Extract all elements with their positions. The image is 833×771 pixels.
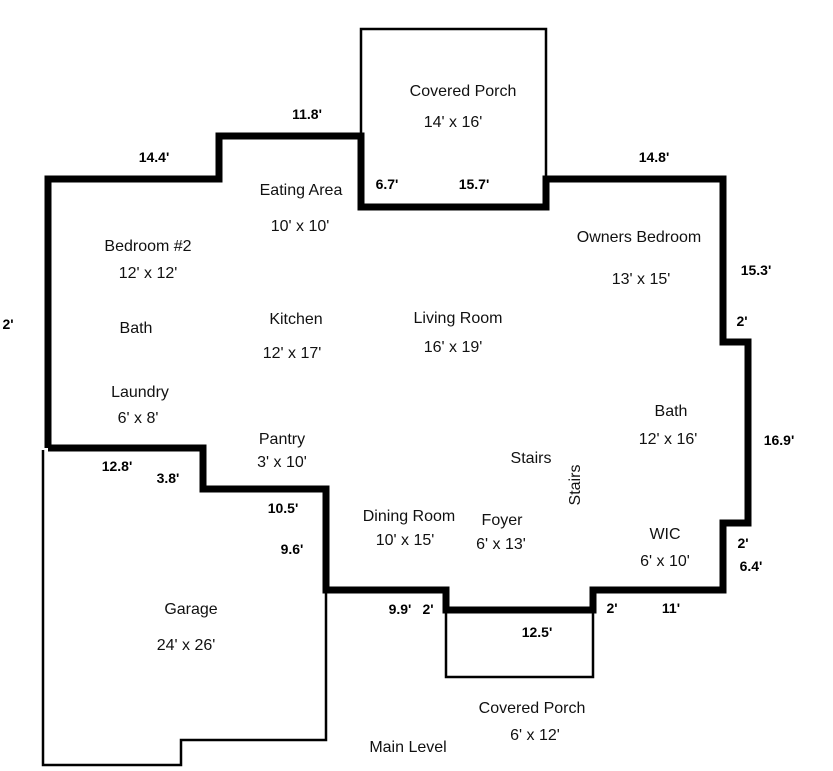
room-name-bath-right: Bath bbox=[655, 403, 688, 420]
room-name-pantry: Pantry bbox=[259, 431, 305, 448]
dimension-label: 2' bbox=[2, 316, 13, 332]
dimension-label: 11' bbox=[662, 600, 680, 616]
room-name-covered-porch-front: Covered Porch bbox=[479, 700, 586, 717]
dimension-label: 11.8' bbox=[292, 106, 322, 122]
level-label: Main Level bbox=[369, 739, 446, 756]
dimension-label: 2' bbox=[736, 313, 747, 329]
room-size-living-room: 16' x 19' bbox=[424, 339, 483, 356]
garage-outline bbox=[41, 450, 328, 767]
room-size-eating-area: 10' x 10' bbox=[271, 218, 330, 235]
dimension-label: 12.5' bbox=[522, 624, 553, 640]
room-name-living-room: Living Room bbox=[414, 310, 503, 327]
room-size-covered-porch-front: 6' x 12' bbox=[510, 727, 560, 744]
room-size-pantry: 3' x 10' bbox=[257, 454, 307, 471]
room-name-kitchen: Kitchen bbox=[269, 311, 322, 328]
dimension-label: 16.9' bbox=[764, 432, 795, 448]
room-name-eating-area: Eating Area bbox=[260, 182, 343, 199]
room-size-garage: 24' x 26' bbox=[157, 637, 216, 654]
room-name-garage: Garage bbox=[164, 601, 217, 618]
room-size-kitchen: 12' x 17' bbox=[263, 345, 322, 362]
dimension-label: 6.4' bbox=[740, 558, 763, 574]
dimension-label: 2' bbox=[737, 535, 748, 551]
room-name-owners-bedroom: Owners Bedroom bbox=[577, 229, 702, 246]
room-size-laundry: 6' x 8' bbox=[118, 410, 159, 427]
room-name-dining-room: Dining Room bbox=[363, 508, 455, 525]
room-size-dining-room: 10' x 15' bbox=[376, 532, 435, 549]
room-name-wic: WIC bbox=[649, 526, 680, 543]
front-porch-outline bbox=[444, 610, 595, 679]
dimension-label: 14.8' bbox=[639, 149, 670, 165]
dimension-label: 2' bbox=[606, 600, 617, 616]
room-size-foyer: 6' x 13' bbox=[476, 536, 526, 553]
room-size-wic: 6' x 10' bbox=[640, 553, 690, 570]
dimension-label: 14.4' bbox=[139, 149, 170, 165]
dimension-label: 9.9' bbox=[389, 601, 412, 617]
dimension-label: 12.8' bbox=[102, 458, 133, 474]
room-name-covered-porch-rear: Covered Porch bbox=[410, 83, 517, 100]
dimension-label: 9.6' bbox=[281, 541, 304, 557]
room-size-bedroom-2: 12' x 12' bbox=[119, 265, 178, 282]
room-name-stairs-vertical: Stairs bbox=[567, 465, 584, 506]
dimension-label: 3.8' bbox=[157, 470, 180, 486]
room-name-bedroom-2: Bedroom #2 bbox=[104, 238, 191, 255]
dimension-label: 2' bbox=[422, 601, 433, 617]
room-name-laundry: Laundry bbox=[111, 384, 169, 401]
rear-porch-outline bbox=[359, 27, 548, 207]
room-size-bath-right: 12' x 16' bbox=[639, 431, 698, 448]
room-name-foyer: Foyer bbox=[482, 512, 524, 529]
dimension-label: 6.7' bbox=[376, 176, 399, 192]
room-size-owners-bedroom: 13' x 15' bbox=[612, 271, 671, 288]
dimension-label: 15.3' bbox=[741, 262, 772, 278]
house-exterior-wall bbox=[44, 132, 752, 614]
room-size-covered-porch-rear: 14' x 16' bbox=[424, 114, 483, 131]
room-name-bath-left: Bath bbox=[120, 320, 153, 337]
dimension-label: 10.5' bbox=[268, 500, 299, 516]
dimension-label: 15.7' bbox=[459, 176, 490, 192]
room-name-stairs: Stairs bbox=[511, 450, 552, 467]
